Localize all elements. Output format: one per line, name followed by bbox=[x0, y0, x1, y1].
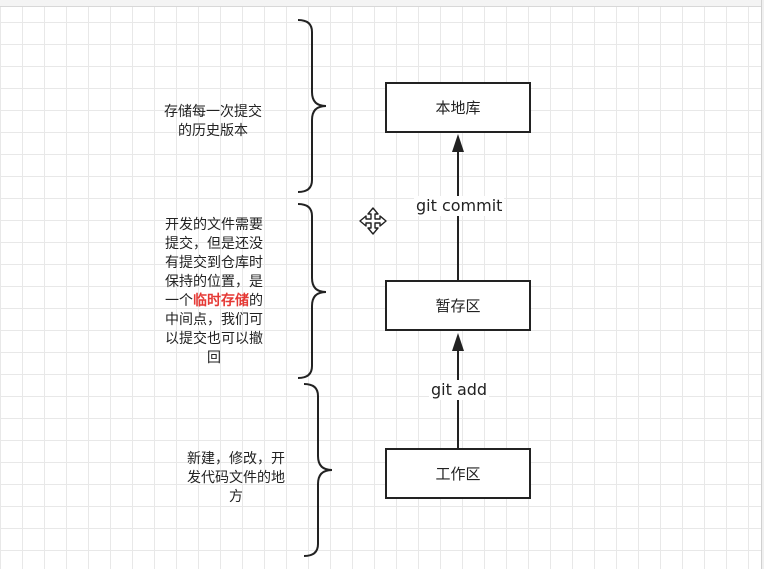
move-cursor-icon bbox=[359, 207, 387, 235]
note-workspace-line: 新建，修改，开 bbox=[187, 451, 285, 467]
note-workspace-line: 发代码文件的地 bbox=[187, 470, 285, 486]
note-local-repo-line: 的历史版本 bbox=[178, 123, 248, 139]
brace-workspace bbox=[303, 383, 333, 557]
note-staging-line: 以提交也可以撤 bbox=[165, 331, 263, 347]
window-top-edge bbox=[0, 0, 764, 7]
note-local-repo-line: 存储每一次提交 bbox=[164, 104, 262, 120]
note-staging-line: 保持的位置，是 bbox=[165, 274, 263, 290]
note-staging[interactable]: 开发的文件需要 提交，但是还没 有提交到仓库时 保持的位置，是 一个临时存储的 … bbox=[152, 216, 276, 368]
add-arrowhead bbox=[452, 333, 464, 351]
note-workspace-line: 方 bbox=[229, 489, 243, 505]
brace-local-repo bbox=[297, 19, 327, 193]
window-scrollbar-edge bbox=[761, 0, 764, 569]
node-staging[interactable]: 暂存区 bbox=[385, 280, 531, 331]
note-text: 一个 bbox=[165, 293, 193, 309]
edge-label-add: git add bbox=[429, 380, 490, 400]
edge-label-commit: git commit bbox=[414, 196, 505, 216]
node-workspace-label: 工作区 bbox=[435, 465, 481, 483]
note-staging-line: 有提交到仓库时 bbox=[165, 255, 263, 271]
note-staging-line: 开发的文件需要 bbox=[165, 217, 263, 233]
note-staging-line: 回 bbox=[207, 350, 221, 366]
note-staging-line: 提交，但是还没 bbox=[165, 236, 263, 252]
note-staging-line: 一个临时存储的 bbox=[152, 292, 276, 311]
note-local-repo[interactable]: 存储每一次提交 的历史版本 bbox=[143, 103, 283, 141]
commit-arrowhead bbox=[452, 134, 464, 152]
node-local-repo-label: 本地库 bbox=[435, 99, 481, 117]
note-workspace[interactable]: 新建，修改，开 发代码文件的地 方 bbox=[174, 450, 298, 507]
node-local-repo[interactable]: 本地库 bbox=[385, 82, 531, 133]
highlight-temp-storage: 临时存储 bbox=[193, 293, 249, 309]
note-staging-line: 中间点，我们可 bbox=[165, 312, 263, 328]
node-workspace[interactable]: 工作区 bbox=[385, 448, 531, 499]
note-text: 的 bbox=[249, 293, 263, 309]
brace-staging bbox=[297, 203, 327, 379]
node-staging-label: 暂存区 bbox=[435, 297, 481, 315]
